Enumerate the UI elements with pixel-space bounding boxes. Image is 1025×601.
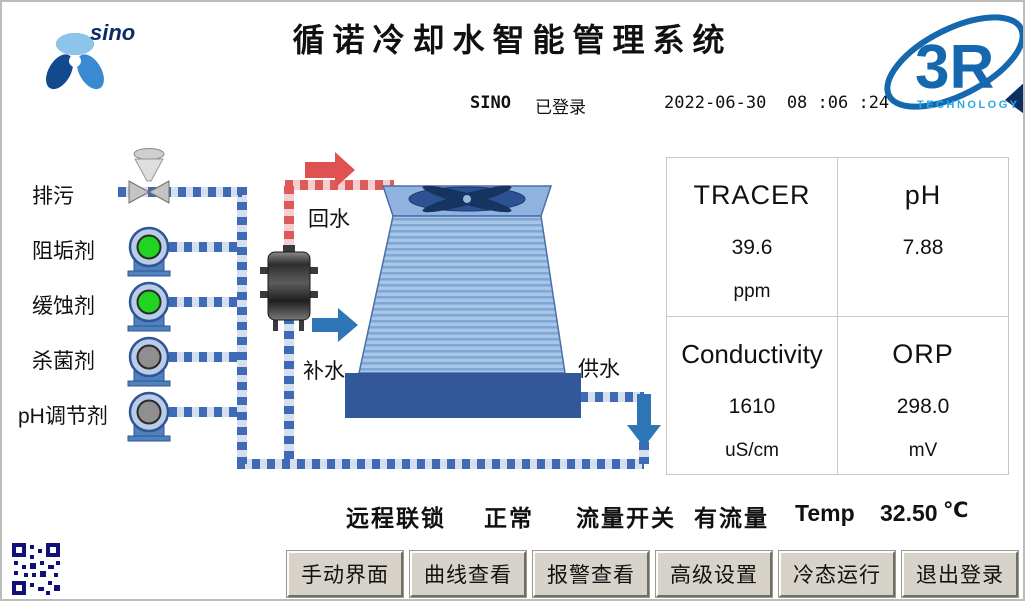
dosing-pump-corrosion-inhibitor: [127, 281, 171, 332]
interlock-label: 远程联锁: [346, 505, 446, 531]
flow-switch-label: 流量开关: [576, 505, 676, 531]
cold-run-button[interactable]: 冷态运行: [778, 550, 896, 598]
logout-button[interactable]: 退出登录: [901, 550, 1019, 598]
alarm-view-button[interactable]: 报警查看: [532, 550, 650, 598]
makeup-water-label: 补水: [303, 360, 345, 383]
blue-pipes: [118, 187, 649, 469]
datetime: 2022-06-30 08 :06 :24: [664, 93, 890, 113]
logged-in-user: SINO: [470, 93, 511, 113]
flow-switch-value: 有流量: [694, 505, 769, 531]
login-status: 已登录: [535, 98, 586, 117]
blowdown-valve-icon: [128, 148, 170, 204]
chemical-label-biocide: 杀菌剂: [32, 350, 95, 373]
page-title: 循诺冷却水智能管理系统: [292, 22, 733, 58]
3r-logo-subtext: TECHNOLOGY: [917, 99, 1020, 111]
dosing-pump-ph-adjuster: [127, 391, 171, 442]
pump-status-indicator: [136, 234, 162, 260]
fan-icon: [408, 185, 526, 213]
metric-tracer: TRACER 39.6 ppm: [667, 158, 837, 316]
metric-unit: mV: [908, 439, 938, 461]
metric-name: Conductivity: [681, 338, 823, 369]
dosing-pump-scale-inhibitor: [127, 226, 171, 277]
return-pipe: [284, 180, 394, 254]
qr-code-icon: [10, 541, 62, 597]
metric-value: 7.88: [902, 236, 944, 259]
3r-logo: 3R TECHNOLOGY: [884, 14, 1023, 114]
3r-logo-text: 3R: [915, 33, 994, 102]
metric-ph: pH 7.88: [838, 158, 1008, 316]
temp-unit: ℃: [943, 499, 969, 522]
metric-value: 298.0: [896, 394, 950, 418]
manual-screen-button[interactable]: 手动界面: [286, 550, 404, 598]
supply-water-label: 供水: [578, 358, 620, 381]
chemical-label-corrosion-inhibitor: 缓蚀剂: [32, 295, 95, 318]
supply-flow-arrow-icon: [627, 394, 661, 447]
tower-basin: [345, 373, 581, 418]
sino-logo-text: sino: [90, 20, 135, 45]
metric-orp: ORP 298.0 mV: [838, 316, 1008, 474]
metric-conductivity: Conductivity 1610 uS/cm: [667, 316, 837, 474]
metric-unit: ppm: [733, 281, 771, 302]
metrics-panel: TRACER 39.6 ppm pH 7.88 Conductivity 161…: [666, 157, 1009, 475]
3r-orbit-icon: [884, 14, 1023, 114]
metric-name: pH: [904, 180, 942, 210]
interlock-value: 正常: [484, 505, 534, 531]
chemical-label-ph-adjuster: pH调节剂: [18, 405, 108, 428]
nav-button-bar: 手动界面 曲线查看 报警查看 高级设置 冷态运行 退出登录: [286, 550, 1019, 598]
temp-value: 32.50: [880, 500, 938, 526]
return-water-label: 回水: [308, 208, 350, 231]
pump-status-indicator: [136, 399, 162, 425]
metric-name: TRACER: [693, 180, 811, 210]
filter-vessel: [260, 245, 318, 331]
metric-name: ORP: [892, 338, 954, 369]
cooling-tower: [345, 185, 581, 418]
metric-value: 39.6: [731, 236, 773, 259]
makeup-flow-arrow-icon: [312, 308, 358, 342]
metric-unit: uS/cm: [725, 439, 779, 461]
temp-label: Temp: [795, 500, 855, 526]
metric-value: 1610: [728, 394, 776, 418]
sino-pinwheel-icon: [46, 33, 104, 90]
sino-logo: sino: [46, 20, 135, 90]
chemical-label-scale-inhibitor: 阻垢剂: [32, 240, 95, 263]
return-flow-arrow-icon: [305, 152, 355, 188]
pump-status-indicator: [136, 344, 162, 370]
curve-view-button[interactable]: 曲线查看: [409, 550, 527, 598]
blowdown-label: 排污: [32, 185, 74, 208]
pump-status-indicator: [136, 289, 162, 315]
advanced-settings-button[interactable]: 高级设置: [655, 550, 773, 598]
dosing-pump-biocide: [127, 336, 171, 387]
